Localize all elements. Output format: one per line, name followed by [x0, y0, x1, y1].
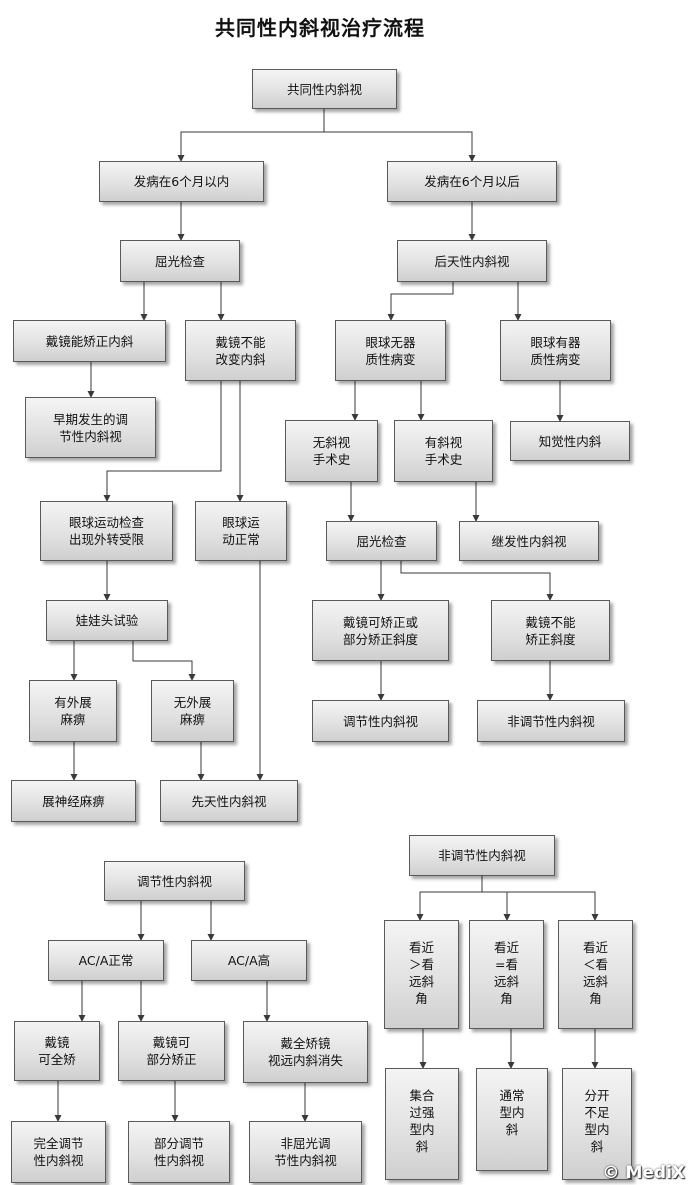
- node-fully-accommodative: 完全调节 性内斜视: [11, 1121, 106, 1183]
- edge-refraction2-notcorrectable: [400, 561, 554, 601]
- edge-root-right: [324, 131, 476, 162]
- node-near-equal-far: 看近 =看 远斜 角: [469, 920, 544, 1029]
- edge-nonacc-far: [416, 876, 483, 921]
- node-glasses-correct: 戴镜能矫正内斜: [13, 320, 166, 362]
- node-doll-head-test: 娃娃头试验: [46, 600, 168, 641]
- node-organic-lesion: 眼球有器 质性病变: [500, 320, 611, 381]
- node-no-abduction-palsy: 无外展 麻痹: [151, 680, 234, 742]
- node-glasses-partial-correction: 戴镜可 部分矫正: [118, 1021, 225, 1081]
- edge-cannot-motility: [103, 381, 222, 502]
- watermark-logo: © MediX: [602, 1163, 685, 1183]
- node-no-organic-lesion: 眼球无器 质性病变: [335, 320, 446, 381]
- node-motility-abduction-limited: 眼球运动检查 出现外转受限: [40, 501, 173, 561]
- edge-nonacc-equal: [482, 891, 511, 921]
- edge-root-left: [177, 109, 325, 162]
- node-near-less-far: 看近 ＜看 远斜 角: [558, 920, 633, 1029]
- node-aca-normal: AC/A正常: [48, 940, 164, 981]
- node-acquired-esotropia: 后天性内斜视: [397, 240, 547, 282]
- node-surgery-history: 有斜视 手术史: [394, 420, 493, 482]
- node-refraction-exam: 屈光检查: [120, 240, 240, 282]
- node-nonaccommodative-esotropia: 非调节性内斜视: [477, 700, 625, 742]
- node-refraction-exam-2: 屈光检查: [326, 521, 437, 561]
- node-glasses-not-correctable: 戴镜不能 矫正斜度: [491, 600, 610, 661]
- node-glasses-correctable: 戴镜可矫正或 部分矫正斜度: [312, 600, 449, 661]
- node-accommodative-esotropia: 调节性内斜视: [312, 700, 449, 742]
- node-basic-esotropia: 通常 型内 斜: [476, 1068, 548, 1171]
- node-nonrefractive-accommodative: 非屈光调 节性内斜视: [249, 1121, 362, 1183]
- edge-dollhead-nopalsy: [132, 641, 196, 681]
- node-abduction-palsy: 有外展 麻痹: [29, 680, 117, 742]
- node-early-accommodative: 早期发生的调 节性内斜视: [25, 397, 156, 458]
- node-nonaccommodative-root: 非调节性内斜视: [409, 835, 555, 876]
- node-congenital-esotropia: 先天性内斜视: [160, 780, 298, 822]
- node-glasses-full-correction: 戴镜 可全矫: [14, 1021, 100, 1081]
- node-aca-high: AC/A高: [191, 940, 307, 981]
- node-accommodative-root: 调节性内斜视: [104, 861, 245, 901]
- edge-nonacc-less: [507, 891, 599, 921]
- node-divergence-insufficiency: 分开 不足 型内 斜: [562, 1068, 632, 1180]
- edge-acquired-noorganic: [387, 282, 454, 321]
- node-near-greater-far: 看近 ＞看 远斜 角: [384, 920, 459, 1029]
- node-onset-after-6-months: 发病在6个月以后: [387, 161, 557, 202]
- node-secondary-esotropia: 继发性内斜视: [459, 521, 599, 561]
- node-abducens-palsy: 展神经麻痹: [11, 780, 136, 822]
- node-sensory-esotropia: 知觉性内斜: [510, 421, 630, 461]
- node-motility-normal: 眼球运 动正常: [195, 501, 287, 561]
- node-onset-within-6-months: 发病在6个月以内: [99, 161, 264, 202]
- node-glasses-cannot-change: 戴镜不能 改变内斜: [185, 320, 296, 381]
- node-no-surgery-history: 无斜视 手术史: [285, 420, 378, 482]
- node-full-glasses-distance-resolved: 戴全矫镜 视远内斜消失: [243, 1021, 368, 1083]
- page-title: 共同性内斜视治疗流程: [215, 16, 425, 40]
- node-partially-accommodative: 部分调节 性内斜视: [128, 1121, 230, 1183]
- node-convergence-excess: 集合 过强 型内 斜: [385, 1068, 459, 1180]
- node-concomitant-esotropia: 共同性内斜视: [252, 69, 397, 109]
